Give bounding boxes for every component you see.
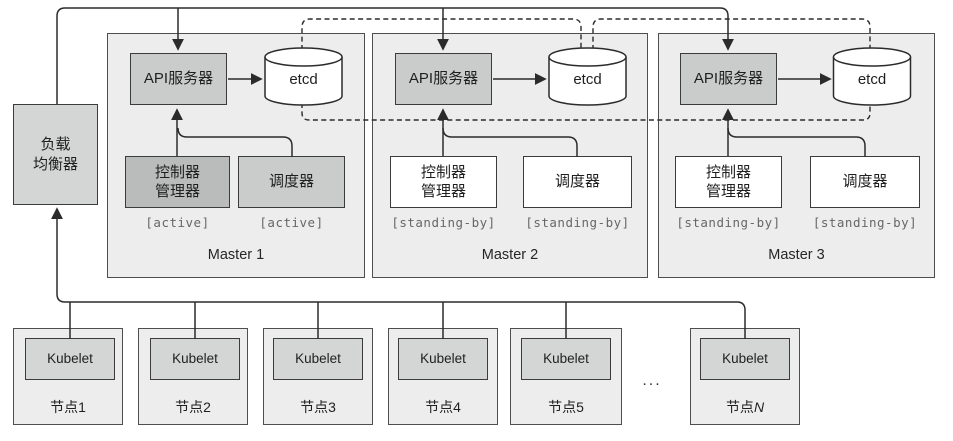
scheduler-label: 调度器 [842,173,888,190]
more-nodes-ellipsis: ... [642,372,662,389]
controller-manager-label-line1: 控制器 [420,164,466,181]
controller-manager-label-line2: 管理器 [154,183,200,200]
node-5-label: 节点5 [548,399,584,415]
kubelet-box-node-4: Kubelet [398,338,488,380]
controller-status-master-3: [standing-by] [676,215,781,230]
controller-manager-label-line2: 管理器 [705,183,751,200]
scheduler-label: 调度器 [268,173,314,190]
kubelet-label: Kubelet [420,351,466,366]
scheduler-box-master-3: 调度器 [810,156,920,208]
controller-manager-box-master-1: 控制器 管理器 [125,156,230,208]
controller-status-master-1: [active] [145,215,210,230]
node-n-label: 节点N [725,399,765,415]
scheduler-label: 调度器 [554,173,600,190]
scheduler-status-master-2: [standing-by] [525,215,630,230]
api-server-label: API服务器 [693,70,764,87]
load-balancer-label-line1: 负载 [40,136,71,153]
kubelet-label: Kubelet [172,351,218,366]
api-server-box-master-3: API服务器 [680,53,777,105]
kubelet-label: Kubelet [47,351,93,366]
node-4-label: 节点4 [425,399,461,415]
node-3-label: 节点3 [300,399,336,415]
kubelet-box-node-1: Kubelet [25,338,115,380]
api-server-box-master-1: API服务器 [130,53,227,105]
kubelet-box-node-2: Kubelet [150,338,240,380]
kubelet-label: Kubelet [295,351,341,366]
load-balancer-box: 负载 均衡器 [13,104,98,205]
kubelet-label: Kubelet [722,351,768,366]
api-server-label: API服务器 [408,70,479,87]
load-balancer-label-line2: 均衡器 [32,156,78,173]
scheduler-status-master-1: [active] [259,215,324,230]
scheduler-status-master-3: [standing-by] [812,215,918,230]
node-2-label: 节点2 [175,399,211,415]
api-server-label: API服务器 [143,70,214,87]
controller-status-master-2: [standing-by] [391,215,496,230]
master-3-name: Master 3 [768,247,825,263]
controller-manager-label-line1: 控制器 [154,164,200,181]
api-server-box-master-2: API服务器 [395,53,492,105]
kubelet-label: Kubelet [543,351,589,366]
node-1-label: 节点1 [50,399,86,415]
kubelet-box-node-3: Kubelet [273,338,363,380]
kubelet-box-node-n: Kubelet [700,338,790,380]
controller-manager-label-line2: 管理器 [420,183,466,200]
master-2-name: Master 2 [481,247,539,263]
nodes-to-lb-arrow [51,207,66,303]
scheduler-box-master-2: 调度器 [523,156,632,208]
kubelet-box-node-5: Kubelet [521,338,611,380]
scheduler-box-master-1: 调度器 [238,156,345,208]
master-1-name: Master 1 [207,247,265,263]
controller-manager-label-line1: 控制器 [705,164,751,181]
controller-manager-box-master-3: 控制器 管理器 [675,156,782,208]
controller-manager-box-master-2: 控制器 管理器 [390,156,497,208]
